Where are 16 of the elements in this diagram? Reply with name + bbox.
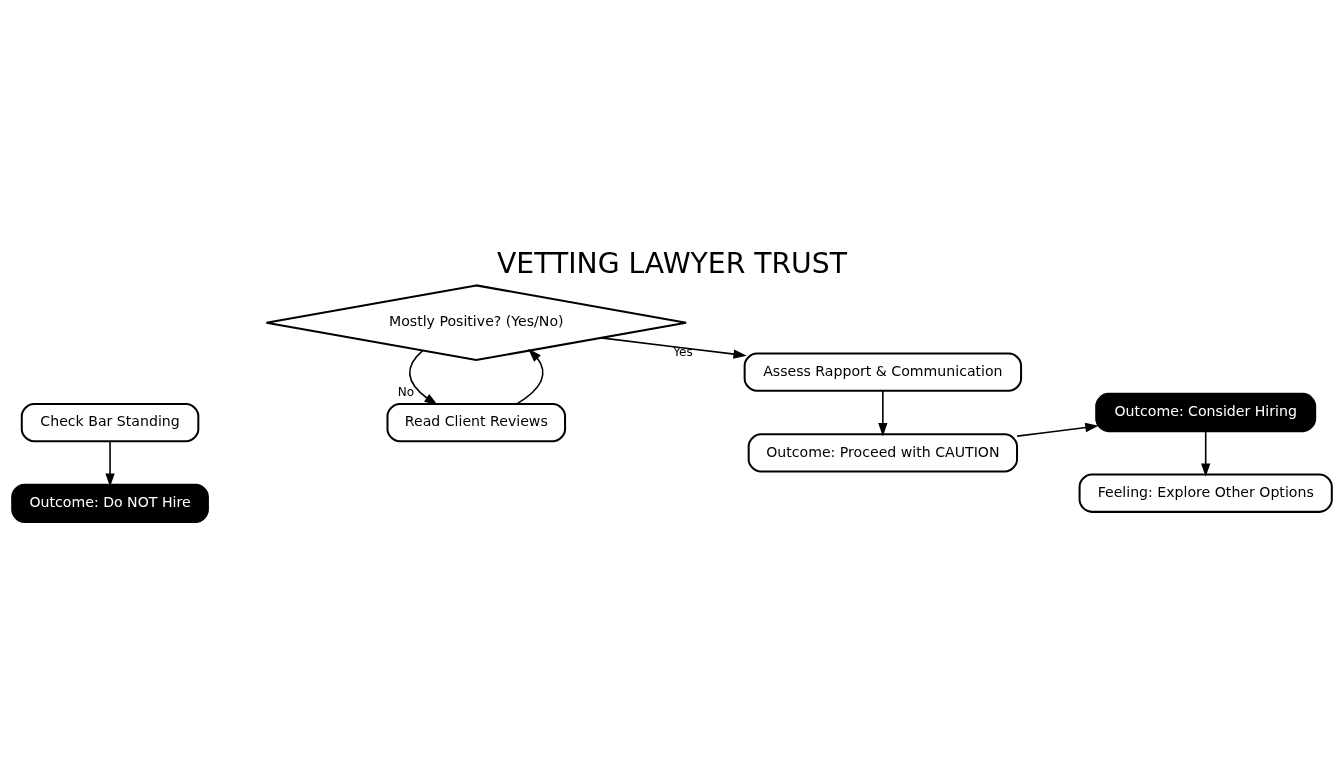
- node-box: Outcome: Proceed with CAUTION: [747, 433, 1019, 473]
- arrow: [105, 440, 115, 487]
- arrow: [408, 349, 438, 406]
- node-box: Assess Rapport & Communication: [743, 352, 1023, 392]
- edge-label: No: [397, 384, 415, 399]
- node-box: Feeling: Explore Other Options: [1078, 473, 1333, 513]
- node-box: Read Client Reviews: [386, 402, 567, 443]
- node-box: Check Bar Standing: [20, 402, 200, 443]
- node-box: Outcome: Consider Hiring: [1095, 392, 1317, 433]
- arrow: [878, 390, 888, 437]
- node-box: Outcome: Do NOT Hire: [11, 483, 209, 523]
- arrow: [516, 348, 544, 405]
- arrow: [1201, 430, 1211, 477]
- diagram-title: VETTING LAWYER TRUST: [497, 246, 847, 280]
- arrow: [1016, 422, 1099, 437]
- arrow: [600, 337, 747, 359]
